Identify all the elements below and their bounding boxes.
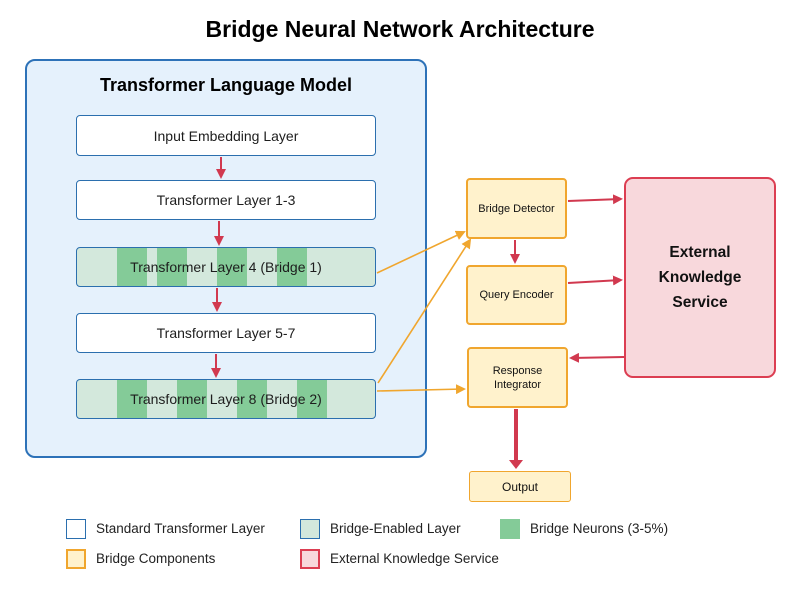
- layer-label: Transformer Layer 1-3: [156, 192, 296, 208]
- legend-label-bridge-components: Bridge Components: [96, 551, 216, 566]
- external-knowledge-service: External Knowledge Service: [624, 177, 776, 378]
- bridge-neuron: [217, 248, 247, 286]
- bridge-neuron: [297, 380, 327, 418]
- legend-label-bridge-neurons: Bridge Neurons (3-5%): [530, 521, 669, 536]
- arrow-bridge2-to-detector: [377, 238, 472, 384]
- output-node: Output: [469, 471, 571, 502]
- bridge-neuron: [117, 380, 147, 418]
- layer-label: Transformer Layer 4 (Bridge 1): [130, 259, 322, 275]
- layer-label: Transformer Layer 8 (Bridge 2): [130, 391, 322, 407]
- transformer-layer-8-bridge: Transformer Layer 8 (Bridge 2): [76, 379, 376, 419]
- transformer-layer-5-7: Transformer Layer 5-7: [76, 313, 376, 353]
- legend-swatch-bridge-components: [66, 549, 86, 569]
- arrow-detector-to-service: [567, 194, 623, 205]
- transformer-model-title: Transformer Language Model: [99, 75, 353, 95]
- diagram-title: Bridge Neural Network Architecture: [205, 16, 595, 42]
- legend-swatch-bridge-layer: [300, 519, 320, 539]
- bridge-neuron: [277, 248, 307, 286]
- external-service-label: External Knowledge Service: [658, 244, 742, 311]
- layer-label: Transformer Layer 5-7: [156, 325, 296, 341]
- response-integrator: Response Integrator: [467, 347, 568, 408]
- arrow-service-to-integrator: [569, 352, 625, 363]
- output-arrowhead: [509, 460, 523, 469]
- arrow-encoder-to-service: [567, 275, 623, 286]
- bridge-detector: Bridge Detector: [466, 178, 567, 239]
- transformer-layer-1-3: Transformer Layer 1-3: [76, 180, 376, 220]
- legend-swatch-standard: [66, 519, 86, 539]
- legend-label-external-service: External Knowledge Service: [330, 551, 499, 566]
- legend-swatch-external-service: [300, 549, 320, 569]
- transformer-layer-4-bridge: Transformer Layer 4 (Bridge 1): [76, 247, 376, 287]
- bridge-neuron: [237, 380, 267, 418]
- bridge-neuron: [117, 248, 147, 286]
- input-embedding-layer: Input Embedding Layer: [76, 115, 376, 156]
- legend-swatch-bridge-neurons: [500, 519, 520, 539]
- bridge-neuron: [157, 248, 187, 286]
- legend-label-standard: Standard Transformer Layer: [96, 521, 265, 536]
- bridge-neuron: [177, 380, 207, 418]
- arrow-bridge1-to-detector: [376, 230, 466, 274]
- layer-label: Input Embedding Layer: [153, 127, 299, 144]
- arrow-bridge2-to-integrator: [376, 384, 466, 395]
- legend-label-bridge-layer: Bridge-Enabled Layer: [330, 521, 461, 536]
- query-encoder: Query Encoder: [466, 265, 567, 325]
